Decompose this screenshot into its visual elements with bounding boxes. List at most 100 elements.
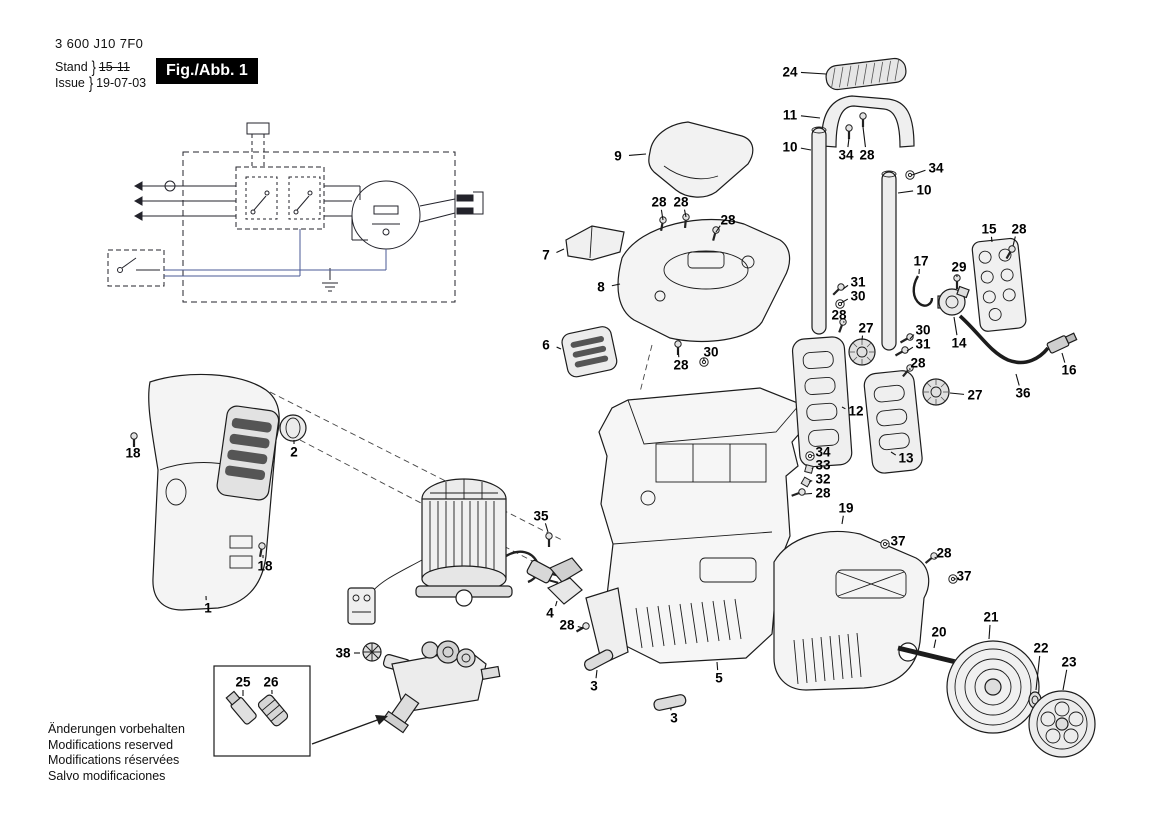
part-callout-28: 28 [720, 213, 736, 228]
nozzle-fitting [225, 690, 257, 725]
part-callout-27: 27 [967, 388, 982, 403]
part-callout-7: 7 [542, 248, 550, 263]
part-callout-28: 28 [910, 356, 926, 371]
part-callout-23: 23 [1061, 655, 1077, 670]
part-callout-10: 10 [782, 140, 797, 155]
leader-line [660, 209, 664, 221]
part-callout-36: 36 [1015, 386, 1031, 401]
part-number: 3 600 J10 7F0 [55, 36, 144, 51]
hose-hook [912, 275, 934, 307]
part-callout-21: 21 [983, 610, 999, 625]
part-callout-37: 37 [890, 534, 905, 549]
notice-line-en: Modifications reserved [48, 737, 174, 752]
rear-housing [773, 530, 930, 691]
leader-line [862, 126, 866, 148]
bracket-right [863, 370, 923, 474]
part-callout-12: 12 [848, 404, 863, 419]
main-body [585, 387, 807, 665]
part-callout-19: 19 [838, 501, 853, 516]
part-callout-34: 34 [815, 445, 831, 460]
valve [937, 285, 970, 316]
part-callout-25: 25 [235, 675, 251, 690]
wheel-cover [1028, 690, 1096, 758]
part-callout-37: 37 [956, 569, 971, 584]
coupler-fitting [257, 694, 289, 727]
hardware-fasteners [130, 112, 1016, 633]
wiring-diagram [107, 122, 484, 303]
motor-cover [617, 218, 791, 343]
handle-grip [825, 57, 907, 91]
part-callout-28: 28 [936, 546, 952, 561]
leader-line [949, 392, 965, 395]
issue-value: 19-07-03 [96, 76, 147, 90]
part-callout-29: 29 [951, 260, 966, 275]
leader-line [1035, 655, 1041, 691]
accessory-box [213, 665, 388, 757]
part-callout-28: 28 [831, 308, 847, 323]
accessory-arrow [311, 715, 388, 745]
part-callout-10: 10 [916, 183, 931, 198]
part-callout-34: 34 [928, 161, 944, 176]
leader-line [861, 335, 864, 341]
stand-value: 15-11 [98, 60, 130, 74]
part-callout-17: 17 [913, 254, 928, 269]
part-callout-28: 28 [815, 486, 831, 501]
part-callout-13: 13 [898, 451, 914, 466]
part-callout-34: 34 [838, 148, 854, 163]
part-callout-28: 28 [673, 195, 689, 210]
louver-stack [216, 405, 280, 501]
leader-line [800, 71, 827, 75]
leader-line [715, 225, 721, 233]
leader-line [804, 492, 813, 495]
part-callout-3: 3 [670, 711, 678, 726]
leader-line [988, 624, 991, 640]
roller-right [922, 378, 950, 406]
part-callout-30: 30 [850, 289, 865, 304]
part-callout-30: 30 [703, 345, 718, 360]
part-callout-28: 28 [559, 618, 575, 633]
issue-label: Issue [55, 76, 85, 90]
leader-line [595, 669, 598, 679]
leader-line [847, 137, 850, 148]
tube-left [811, 126, 827, 335]
leader-line [909, 334, 915, 340]
leader-line [841, 406, 846, 410]
motor-assembly [347, 478, 513, 625]
leader-line [934, 556, 937, 559]
leader-line [842, 284, 849, 290]
leader-line [628, 153, 647, 156]
leader-line [677, 349, 680, 358]
part-callout-4: 4 [546, 606, 554, 621]
leader-line [906, 346, 914, 352]
top-cover [648, 121, 754, 198]
handle-frame [821, 95, 915, 148]
leader-line [556, 346, 562, 350]
part-callout-18: 18 [125, 446, 141, 461]
foot-bracket [546, 557, 583, 605]
leader-line [1012, 236, 1016, 247]
leader-line [840, 298, 849, 304]
leader-line [887, 542, 889, 545]
left-housing [148, 373, 280, 611]
part-callout-16: 16 [1061, 363, 1077, 378]
part-callout-20: 20 [931, 625, 946, 640]
vent-cover [561, 326, 618, 378]
leader-line [897, 190, 914, 194]
part-callout-11: 11 [783, 108, 798, 123]
leader-line [611, 283, 621, 287]
wheel [946, 640, 1040, 734]
part-callout-31: 31 [850, 275, 866, 290]
leader-line [577, 625, 584, 629]
part-callout-14: 14 [951, 336, 967, 351]
revision-row-stand: Stand}15-11 [55, 58, 130, 77]
part-callout-28: 28 [1011, 222, 1027, 237]
leader-line [1062, 669, 1068, 691]
leader-line [911, 169, 926, 176]
leader-line [990, 236, 993, 243]
part-callout-31: 31 [915, 337, 931, 352]
leader-line [556, 248, 565, 253]
part-callout-28: 28 [651, 195, 667, 210]
part-callout-3: 3 [590, 679, 598, 694]
